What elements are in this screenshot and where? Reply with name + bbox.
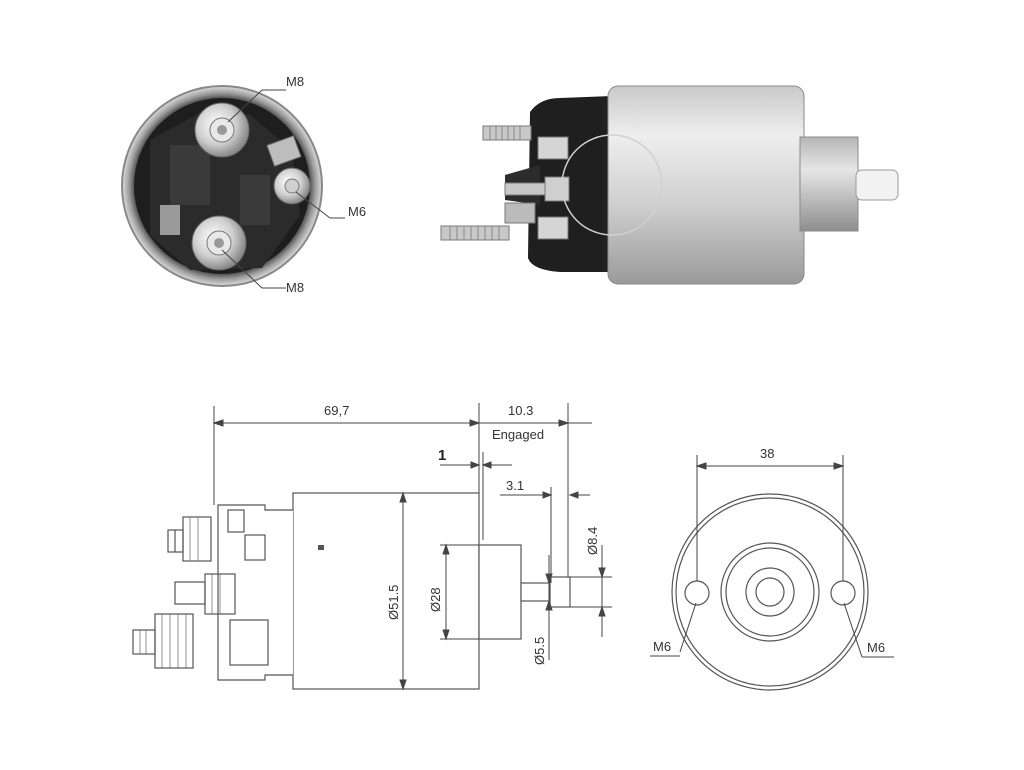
dim-tip-diameter: Ø8.4 — [585, 527, 600, 555]
label-m8-lower: M8 — [286, 280, 304, 295]
side-dimension-lines — [212, 403, 612, 691]
flange-dimension-lines — [650, 455, 894, 658]
dim-pin-diameter: Ø5.5 — [532, 637, 547, 665]
dim-flange-spacing: 38 — [760, 446, 774, 461]
dim-engaged-label: Engaged — [492, 427, 544, 442]
label-m6-terminal: M6 — [348, 204, 366, 219]
side-elevation-drawing — [132, 492, 571, 690]
label-m6-left-hole: M6 — [653, 639, 671, 654]
dim-body-diameter: Ø51.5 — [386, 585, 401, 620]
dim-overall-length: 69,7 — [324, 403, 349, 418]
dim-nose-diameter: Ø28 — [428, 587, 443, 612]
label-m8-upper: M8 — [286, 74, 304, 89]
dim-travel: 10.3 — [508, 403, 533, 418]
label-m6-right-hole: M6 — [867, 640, 885, 655]
dim-plunger-offset: 3.1 — [506, 478, 524, 493]
front-view-photo — [121, 85, 345, 289]
dim-gap: 1 — [438, 447, 446, 464]
side-view-photo — [440, 85, 899, 285]
flange-front-drawing — [671, 493, 869, 691]
